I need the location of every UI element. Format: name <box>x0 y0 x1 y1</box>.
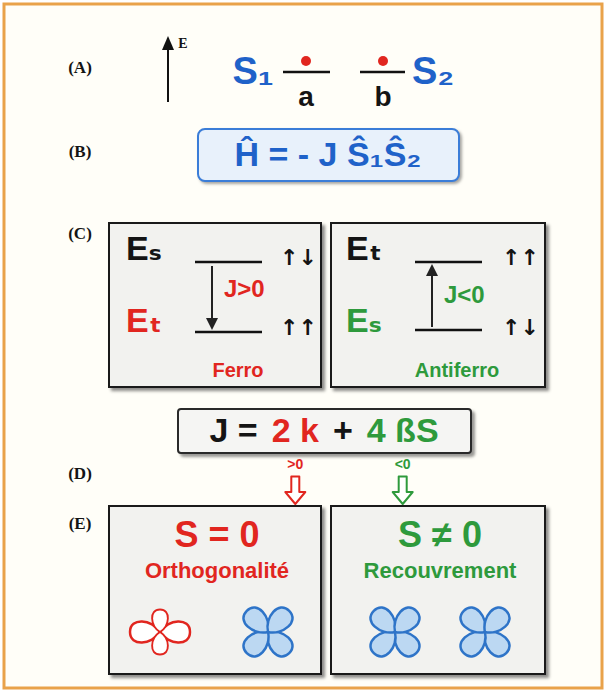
spin-arrows: ↑↓ <box>502 316 539 340</box>
energy-label: Eₜ <box>126 302 162 339</box>
hamiltonian-box: Ĥ = - J Ŝ₁Ŝ₂ <box>197 128 460 182</box>
energy-axis <box>162 36 174 102</box>
hollow-arrow <box>393 476 413 504</box>
axis-label: E <box>178 36 187 51</box>
row-letter: (D) <box>68 465 92 484</box>
row-letter: (A) <box>68 59 92 78</box>
energy-label: Eₜ <box>346 230 382 267</box>
coupling-label: J>0 <box>224 276 265 302</box>
equation-term: J = <box>209 412 257 449</box>
orbital-blue <box>456 603 513 660</box>
level-box: EₛEₜ J>0 ↑↓ ↑↑ Ferro <box>108 222 322 388</box>
frame <box>4 4 602 688</box>
overlap-value: S = 0 <box>174 515 259 555</box>
state-label: Antiferro <box>415 359 499 381</box>
orbital-label: a <box>298 82 314 113</box>
equation-term: 4 ßS <box>367 412 439 449</box>
spin-arrows: ↑↑ <box>280 316 317 340</box>
orbital-blue <box>239 603 296 660</box>
sign-note: <0 <box>395 457 411 472</box>
term-group: 2 k>0 <box>272 412 319 449</box>
energy-label: Eₛ <box>126 230 162 267</box>
orbital-levels <box>283 56 405 72</box>
spin-label: S₂ <box>412 51 454 93</box>
hollow-arrow <box>285 476 305 504</box>
row-letter: (B) <box>69 143 92 162</box>
coupling-label: J<0 <box>444 282 485 308</box>
row-letter: (C) <box>68 225 92 244</box>
overlap-box: S ≠ 0 Recouvrement <box>330 505 546 675</box>
energy-label: Eₛ <box>346 302 382 339</box>
spin-arrows: ↑↓ <box>280 246 317 270</box>
level-box: EₜEₛ J<0 ↑↑ ↑↓Antiferro <box>330 222 546 388</box>
hamiltonian-text: Ĥ = - J Ŝ₁Ŝ₂ <box>235 136 422 173</box>
orbital-red <box>130 610 190 655</box>
equation-term: + <box>333 412 353 449</box>
overlap-value: S ≠ 0 <box>398 515 482 555</box>
row-letter: (E) <box>69 515 92 534</box>
orbital-blue <box>366 603 423 660</box>
overlap-label: Recouvrement <box>364 559 517 583</box>
spin-arrows: ↑↑ <box>502 246 539 270</box>
sign-note: >0 <box>287 457 303 472</box>
overlap-box: S = 0 Orthogonalité <box>108 505 322 675</box>
equation-term: 2 k <box>272 412 319 449</box>
energy-levels <box>195 262 482 332</box>
overlap-label: Orthogonalité <box>145 559 289 583</box>
spin-label: S₁ <box>232 51 273 93</box>
orbital-label: b <box>374 82 391 113</box>
term-group: 4 ßS<0 <box>367 412 439 449</box>
gap-arrows <box>206 264 438 330</box>
equation-box: J = 2 k>0 +4 ßS<0 <box>177 408 472 454</box>
box-fills <box>108 222 546 675</box>
state-label: Ferro <box>212 359 263 381</box>
